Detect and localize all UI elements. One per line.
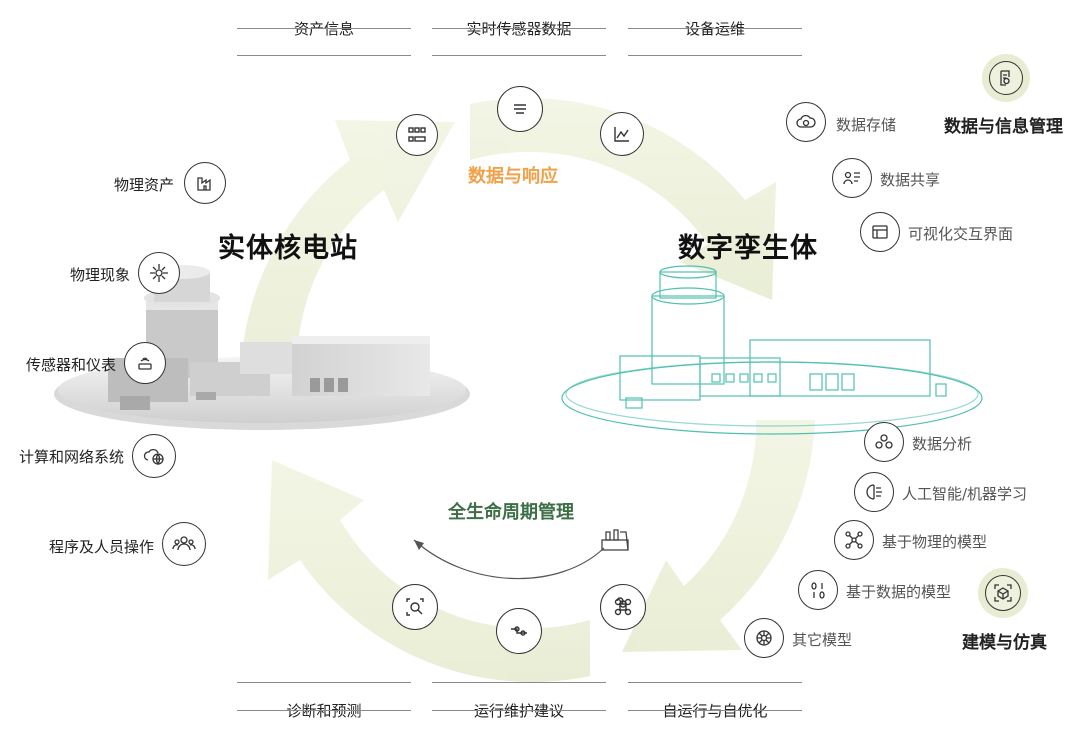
ai-ml-label: 人工智能/机器学习: [902, 485, 1028, 503]
wifi-router-icon: [124, 342, 166, 384]
people-group-icon: [162, 522, 206, 566]
plant-mini-icon: [601, 529, 629, 551]
tab-realtime-sensor-data[interactable]: 实时传感器数据: [432, 0, 606, 56]
info-management-badge: [982, 54, 1030, 102]
command-icon: [600, 584, 646, 630]
data-storage-label: 数据存储: [836, 116, 897, 134]
binary-data-icon: [798, 570, 838, 610]
tab-asset-info[interactable]: 资产信息: [237, 0, 411, 56]
data-analysis-label: 数据分析: [912, 435, 973, 453]
flow-control-icon: [496, 608, 542, 654]
modeling-simulation-badge: [978, 568, 1028, 618]
procedures-operations-label: 程序及人员操作: [48, 538, 154, 556]
data-info-mgmt-heading: 数据与信息管理: [944, 117, 1063, 137]
sensors-instruments-label: 传感器和仪表: [25, 356, 116, 374]
other-models-label: 其它模型: [792, 631, 853, 649]
visual-interface-label: 可视化交互界面: [908, 225, 1014, 243]
data-analysis-icon: [864, 422, 904, 462]
data-sharing-label: 数据共享: [880, 171, 941, 189]
cloud-globe-icon: [132, 434, 176, 478]
modeling-simulation-heading: 建模与仿真: [962, 633, 1047, 653]
line-chart-icon: [600, 112, 644, 156]
compute-network-label: 计算和网络系统: [18, 448, 124, 466]
lifecycle-arrow: [413, 539, 605, 580]
molecule-icon: [834, 520, 874, 560]
gear-wheel-icon: [744, 618, 784, 658]
cycle-label-data-response: 数据与响应: [468, 166, 558, 187]
physical-asset-label: 物理资产: [113, 176, 174, 194]
cloud-storage-icon: [786, 102, 826, 142]
physics-model-label: 基于物理的模型: [882, 533, 988, 551]
tab-maintenance-advice[interactable]: 运行维护建议: [432, 682, 606, 738]
physical-phenomena-label: 物理现象: [69, 266, 130, 284]
dashboard-grid-icon: [396, 114, 438, 156]
browser-window-icon: [860, 212, 900, 252]
text-lines-icon: [497, 86, 543, 132]
factory-icon: [184, 162, 226, 204]
physical-plant-title: 实体核电站: [218, 233, 358, 264]
data-sharing-icon: [832, 158, 872, 198]
digital-twin-plant-illustration: [561, 265, 983, 435]
tab-self-optimization[interactable]: 自运行与自优化: [628, 682, 802, 738]
cycle-label-lifecycle: 全生命周期管理: [448, 502, 574, 523]
atom-network-icon: [138, 252, 180, 294]
ai-brain-icon: [854, 472, 894, 512]
tab-diagnosis-prediction[interactable]: 诊断和预测: [237, 682, 411, 738]
magnify-focus-icon: [392, 584, 438, 630]
data-model-label: 基于数据的模型: [846, 583, 952, 601]
digital-twin-title: 数字孪生体: [678, 233, 818, 264]
tab-equipment-ops[interactable]: 设备运维: [628, 0, 802, 56]
